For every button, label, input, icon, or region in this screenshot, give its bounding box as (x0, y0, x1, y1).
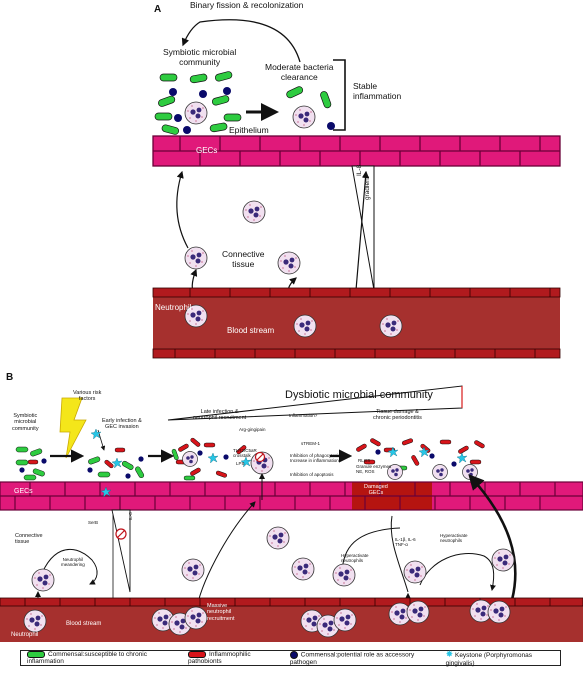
blood-vessel-b (0, 597, 583, 642)
risk-lightning-icon (59, 397, 87, 459)
inflammation-question: Inflammation? (289, 413, 318, 418)
green-swatch (27, 650, 45, 658)
legend-pathobionts: Inflammophilic pathobionts (188, 650, 251, 666)
panel-b-letter: B (6, 372, 14, 383)
late-infection-label: Late infection &neutrophil recruitment (193, 409, 247, 422)
symbiotic-community-b (15, 446, 47, 481)
gec-layer-b (0, 481, 583, 511)
gecs-label-b: GECs (14, 488, 33, 495)
il8-label-a: IL-8 (356, 164, 363, 176)
gecs-label-a: GECs (196, 146, 218, 155)
early-infection-label: Early infection &GEC invasion (102, 418, 142, 431)
dysbiotic-community-label: Dysbiotic microbial community (285, 389, 433, 401)
navy-swatch (289, 650, 298, 659)
gradient-label-a: gradient (364, 176, 371, 201)
blood-stream-label-b: Blood stream (66, 621, 102, 627)
lps-label: LPS (236, 461, 245, 466)
early-infection-community (87, 428, 145, 479)
neutrophil-label-a: Neutrophil (155, 303, 192, 312)
binary-fission-label: Binary fission & recolonization (190, 0, 304, 10)
serb-label: SerB (88, 520, 99, 525)
migration-path-a (176, 170, 189, 249)
legend-accessory: Commensal:potential role as accessory pa… (289, 650, 415, 666)
blood-stream-label-a: Blood stream (227, 326, 275, 335)
tissue-damage-label: Tissue damage &chronic periodontitis (373, 409, 422, 422)
red-swatch (188, 650, 207, 658)
bold-return-arrow (468, 474, 517, 601)
il8-gradient-b (111, 509, 131, 593)
blood-vessel-a (152, 287, 561, 359)
cleared-community-a (286, 86, 335, 130)
apoptosis-label: Inhibition of apoptosis (290, 472, 334, 477)
tissue-damage-community (356, 438, 485, 480)
strem1-label: sTREM-1 (301, 441, 320, 446)
late-infection-community (171, 437, 274, 481)
keystone-star-icon: ✸ (445, 649, 454, 659)
epithelium-label: Epithelium (229, 125, 269, 135)
legend: Commensal:susceptible to chronic inflamm… (20, 649, 561, 667)
il8-label-b: IL-8 (128, 512, 133, 520)
symbiotic-community-a (154, 71, 242, 135)
stable-bracket (333, 59, 346, 131)
panel-a-letter: A (154, 4, 162, 15)
rlgs-label: RLGS (358, 458, 371, 463)
arg-gingipain-label: Arg-gingipain (239, 427, 266, 432)
gec-layer-a (152, 135, 561, 167)
il8-gradient-a (351, 165, 375, 291)
neutrophil-label-b: Neutrophil (11, 632, 39, 638)
recolonization-arrow (181, 19, 301, 63)
legend-keystone: ✸ Keystone (Porphyromonas gingivalis) (445, 649, 532, 667)
legend-commensal: Commensal:susceptible to chronic inflamm… (27, 650, 147, 666)
